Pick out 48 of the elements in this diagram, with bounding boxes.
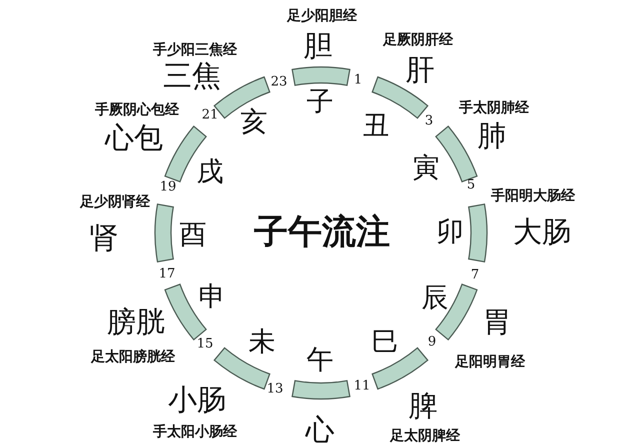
organ-label: 大肠	[513, 218, 571, 246]
meridian-label: 手少阳三焦经	[153, 43, 237, 57]
branch-label: 卯	[436, 218, 464, 246]
branch-label: 丑	[362, 112, 390, 140]
meridian-label: 足厥阴肝经	[383, 33, 453, 47]
hour-number: 5	[466, 178, 476, 192]
hour-number: 17	[158, 268, 176, 280]
branch-label: 午	[306, 346, 334, 374]
branch-label: 申	[198, 284, 226, 310]
branch-label: 亥	[240, 108, 268, 136]
hour-number: 1	[354, 74, 362, 86]
organ-label: 胃	[482, 308, 512, 336]
branch-label: 子	[306, 88, 334, 116]
meridian-label: 足阳明胃经	[455, 355, 525, 369]
hour-number: 13	[266, 382, 284, 396]
hour-number: 21	[202, 108, 218, 122]
organ-label: 肺	[478, 122, 506, 150]
branch-label: 未	[248, 328, 276, 356]
organ-label: 肾	[90, 224, 118, 252]
organ-label: 膀胱	[107, 308, 165, 336]
meridian-label: 手厥阴心包经	[95, 103, 179, 117]
organ-label: 心包	[105, 124, 163, 152]
organ-label: 肝	[406, 56, 434, 84]
meridian-label: 手阳明大肠经	[491, 189, 575, 203]
hour-number: 7	[470, 268, 480, 282]
meridian-label: 足少阳胆经	[287, 9, 357, 23]
hour-number: 11	[354, 380, 370, 392]
branch-label: 辰	[422, 284, 448, 312]
meridian-label: 足少阴肾经	[80, 195, 150, 209]
branch-label: 戌	[196, 158, 224, 186]
hour-number: 15	[196, 338, 214, 350]
organ-label: 三焦	[163, 62, 221, 90]
branch-label: 巳	[372, 328, 398, 356]
meridian-label: 足太阳膀胱经	[91, 350, 175, 364]
meridian-label: 足太阴脾经	[390, 429, 460, 443]
organ-label: 心	[306, 416, 334, 444]
branch-label: 寅	[412, 154, 440, 182]
branch-label: 酉	[180, 222, 206, 248]
title: 子午流注	[254, 215, 390, 249]
hour-number: 9	[428, 336, 436, 348]
hour-number: 3	[424, 114, 434, 128]
hour-number: 19	[160, 180, 176, 194]
organ-label: 小肠	[168, 386, 226, 414]
organ-label: 脾	[408, 392, 438, 420]
organ-label: 胆	[304, 32, 332, 60]
hour-number: 23	[270, 76, 288, 88]
meridian-label: 手太阳小肠经	[153, 425, 237, 439]
meridian-label: 手太阴肺经	[459, 101, 529, 115]
